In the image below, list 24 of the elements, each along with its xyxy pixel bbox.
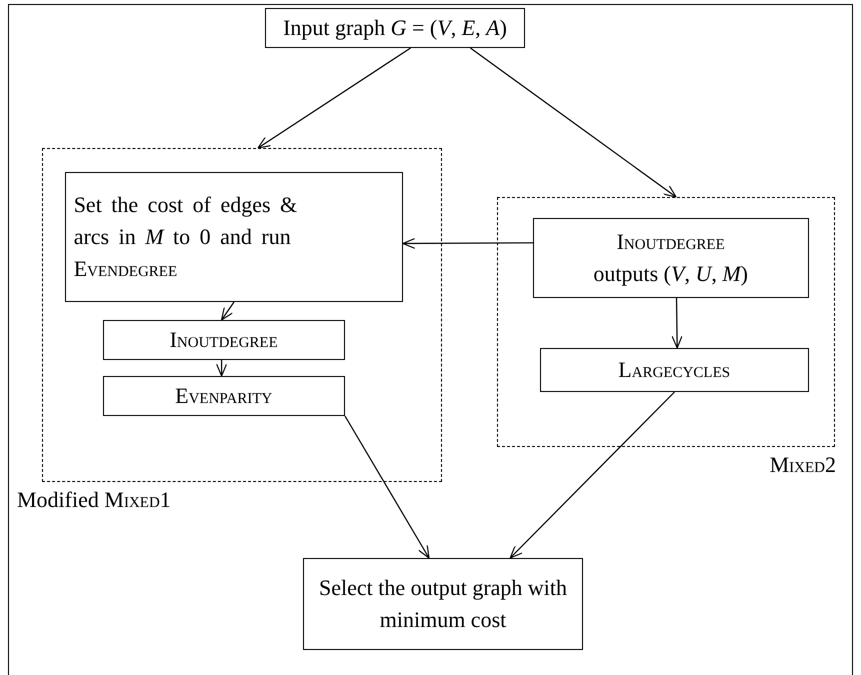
box-label: Set the cost of edges & arcs in M to 0 and run Evendegree <box>74 190 298 283</box>
process-box <box>303 558 583 650</box>
process-box <box>532 218 809 298</box>
arrow <box>402 238 533 249</box>
box-label: Select the output graph with minimum cost <box>318 574 568 634</box>
box-label: Inoutdegree outputs (V, U, M) <box>593 228 748 288</box>
arrow <box>470 48 677 198</box>
process-box <box>265 8 525 48</box>
box-label: Inoutdegree <box>170 326 278 354</box>
arrow <box>216 360 228 377</box>
arrow <box>257 48 411 149</box>
arrow <box>221 302 234 321</box>
process-box <box>64 172 403 302</box>
box-label: Evenparity <box>175 382 272 410</box>
box-label: Input graph G = (V, E, A) <box>283 14 507 42</box>
arrow <box>344 416 430 559</box>
arrow <box>671 298 683 349</box>
group-label: Mixed2 <box>770 452 836 478</box>
process-box <box>102 320 345 360</box>
arrow <box>510 392 675 559</box>
group-label: Modified Mixed1 <box>17 487 171 513</box>
box-label: Largecycles <box>618 356 730 384</box>
process-box <box>102 376 345 416</box>
process-box <box>540 348 809 392</box>
